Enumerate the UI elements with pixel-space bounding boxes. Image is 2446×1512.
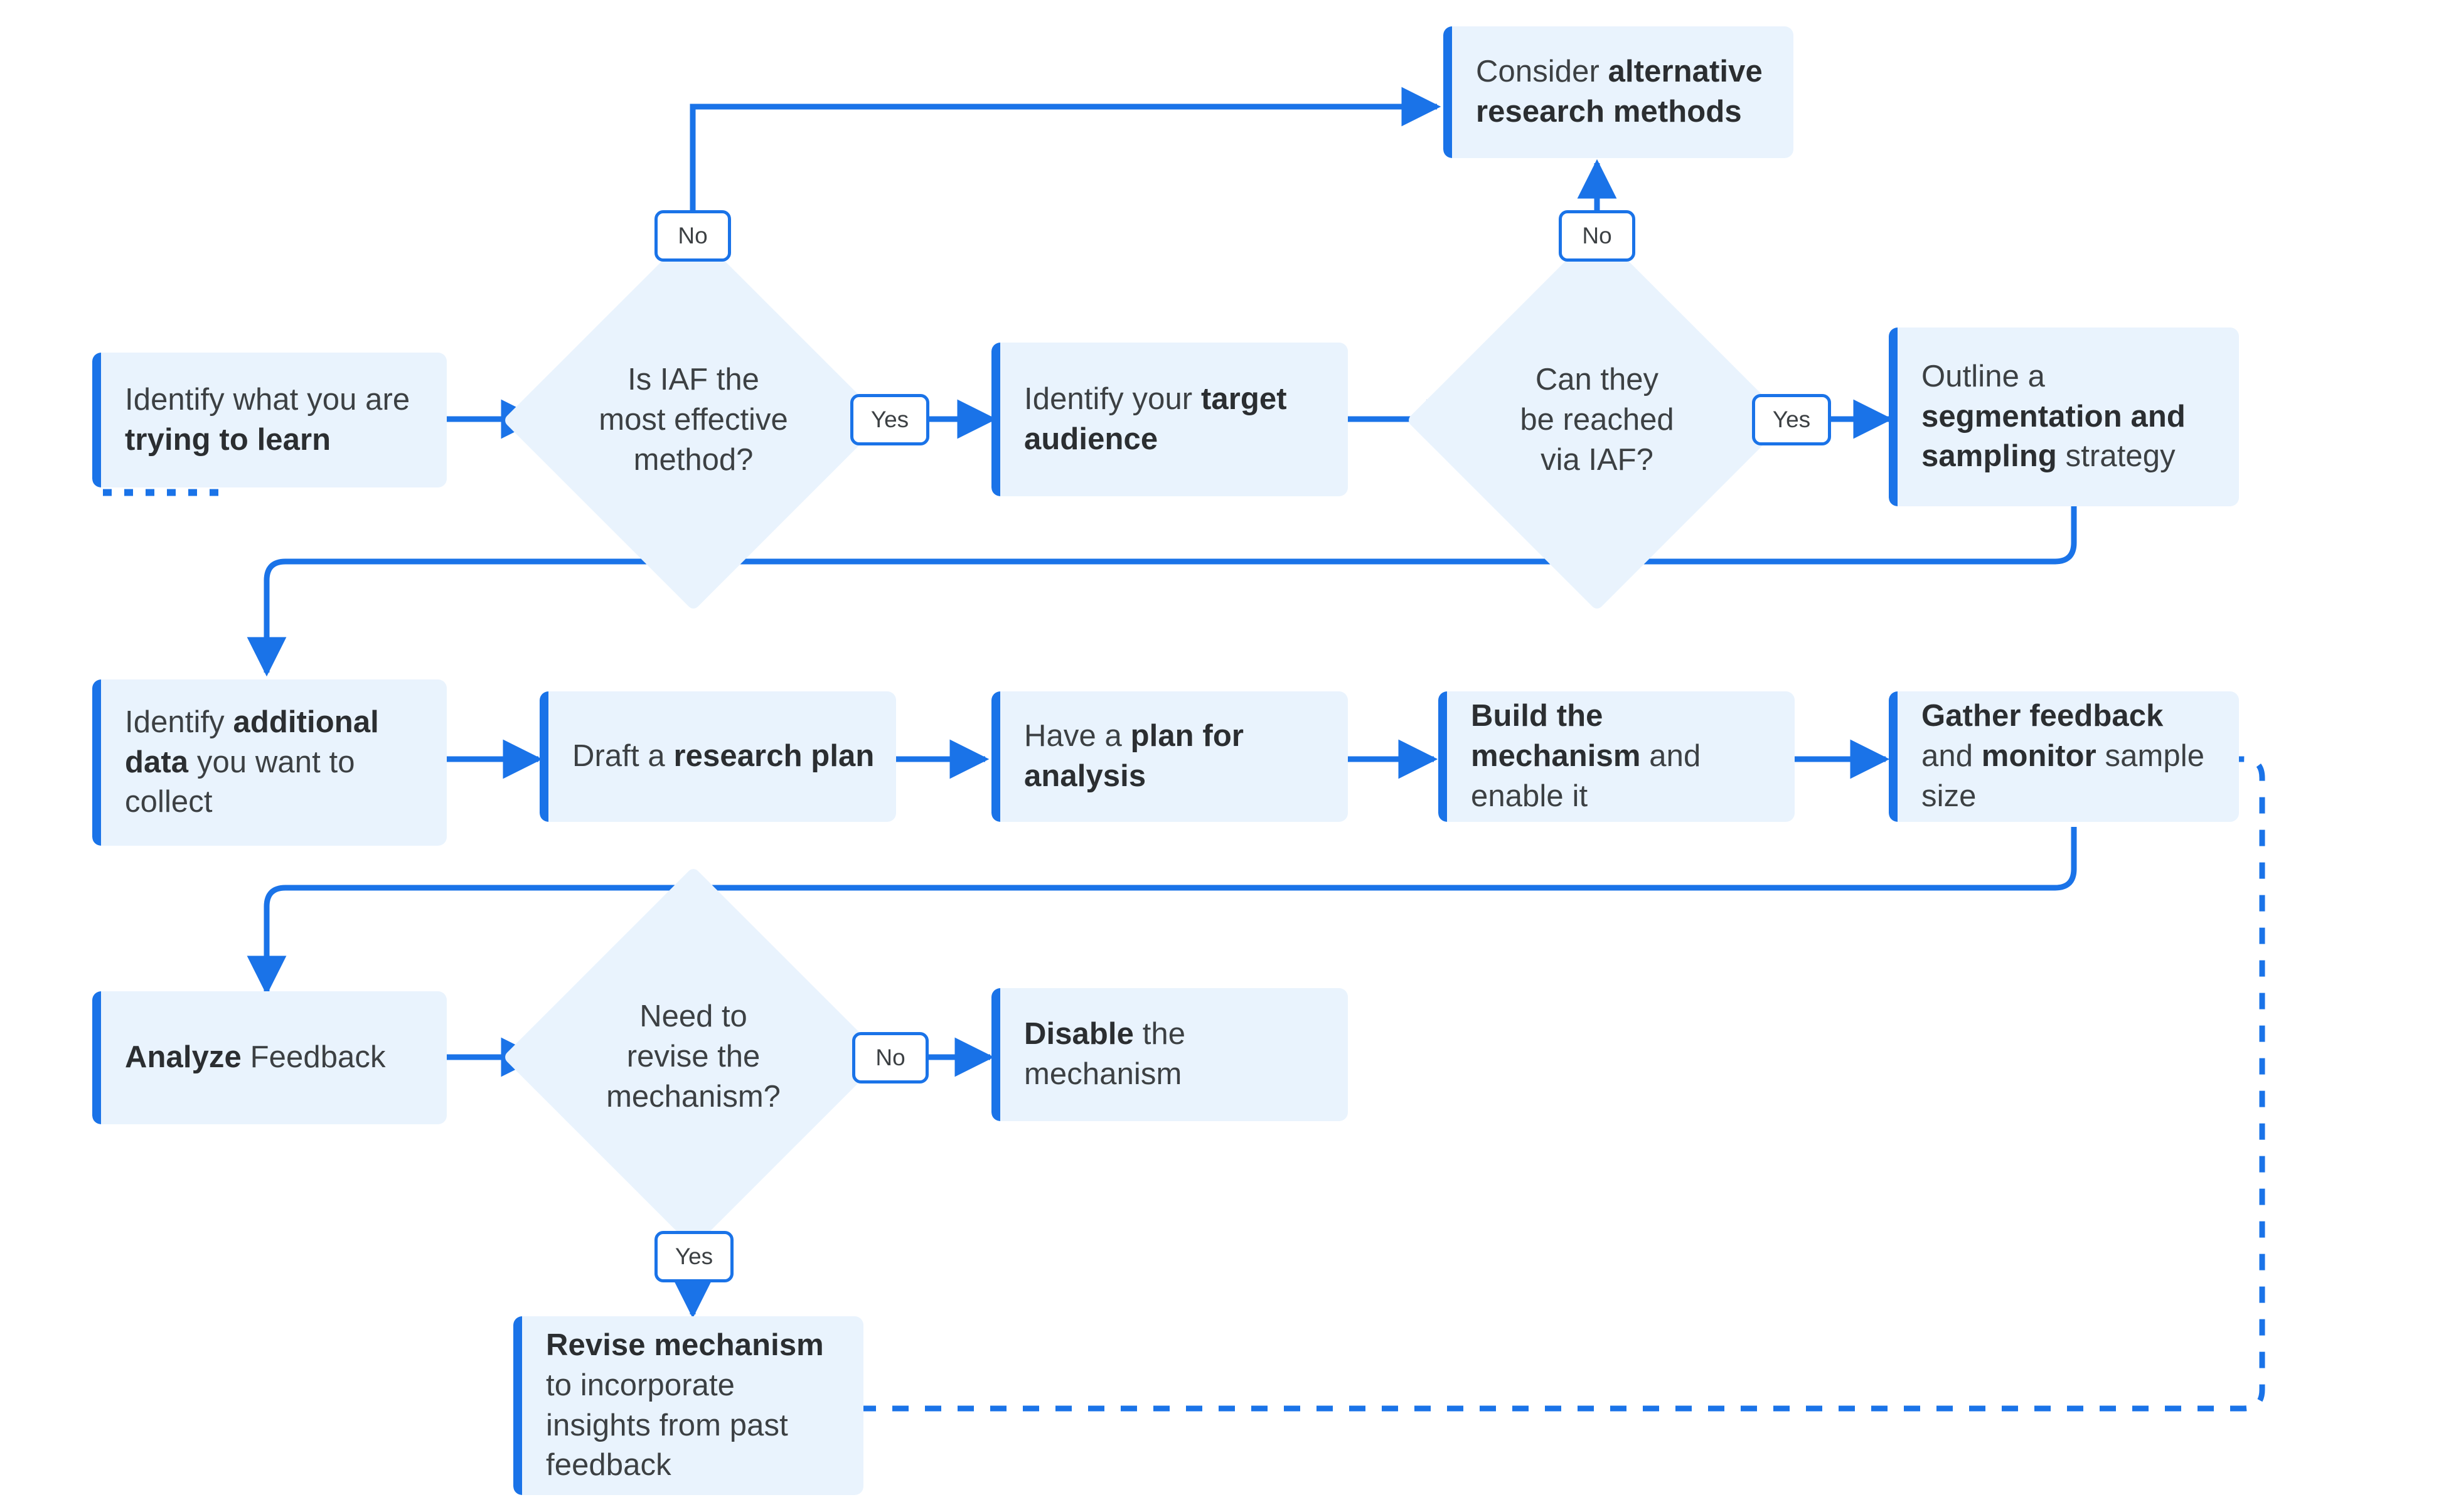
edge-label-revise-no-text: No [875,1045,905,1070]
edge-label-reached-yes-text: Yes [1772,407,1811,432]
node-build-mechanism-label: Build the mechanism and enable it [1471,699,1701,813]
node-segmentation[interactable]: Outline a segmentation and sampling stra… [1889,327,2239,506]
node-accent-bar [92,991,101,1124]
node-analyze-feedback[interactable]: Analyze Feedback [92,991,447,1124]
node-accent-bar [513,1316,522,1495]
node-accent-bar [92,679,101,846]
node-accent-bar [540,691,548,822]
node-target-audience[interactable]: Identify your target audience [991,343,1348,496]
node-research-plan[interactable]: Draft a research plan [540,691,896,822]
node-segmentation-label: Outline a segmentation and sampling stra… [1921,359,2186,474]
node-additional-data-label: Identify additional data you want to col… [125,705,379,819]
node-plan-for-analysis[interactable]: Have a plan for analysis [991,691,1348,822]
node-analyze-feedback-label: Analyze Feedback [125,1040,386,1075]
node-disable-mechanism[interactable]: Disable the mechanism [991,988,1348,1121]
node-alternative-methods-label: Consider alternative research methods [1476,55,1763,129]
node-target-audience-label: Identify your target audience [1024,381,1287,456]
edge-label-reached-no-text: No [1582,223,1612,248]
node-need-revise-label: Need to revise the mechanism? [606,999,781,1114]
edge-label-reached-yes: Yes [1752,394,1831,445]
edge-label-revise-yes: Yes [654,1231,734,1282]
edge-iaf-no-to-alternative [690,87,1441,282]
edge-label-iaf-no-text: No [678,223,708,248]
edge-label-iaf-no: No [654,210,731,262]
node-additional-data[interactable]: Identify additional data you want to col… [92,679,447,846]
edge-label-reached-no: No [1559,210,1635,262]
node-gather-feedback-label: Gather feedback and monitor sample size [1921,699,2205,813]
node-disable-mechanism-label: Disable the mechanism [1024,1017,1186,1091]
edge-segmentation-to-additional-data [247,505,2077,677]
node-identify-learn[interactable]: Identify what you are trying to learn [92,353,447,487]
node-accent-bar [991,691,1000,822]
node-iaf-effective[interactable]: Is IAF the most effective method? [502,229,885,612]
edge-gather-to-analyze [247,827,2077,996]
node-accent-bar [991,988,1000,1121]
node-accent-bar [1889,327,1898,506]
edge-label-revise-yes-text: Yes [675,1243,713,1269]
node-research-plan-label: Draft a research plan [572,739,875,774]
node-revise-mechanism-label: Revise mechanism to incorporate insights… [546,1328,824,1483]
node-build-mechanism[interactable]: Build the mechanism and enable it [1438,691,1795,822]
node-reached-via-iaf-label: Can they be reached via IAF? [1520,363,1674,477]
node-accent-bar [1443,26,1452,158]
node-identify-learn-label: Identify what you are trying to learn [125,382,410,457]
node-accent-bar [1889,691,1898,822]
node-alternative-methods[interactable]: Consider alternative research methods [1443,26,1793,158]
node-accent-bar [1438,691,1447,822]
node-iaf-effective-label: Is IAF the most effective method? [599,363,788,477]
node-plan-for-analysis-label: Have a plan for analysis [1024,719,1244,793]
node-accent-bar [991,343,1000,496]
node-accent-bar [92,353,101,487]
edge-label-iaf-yes-text: Yes [870,407,909,432]
node-need-revise[interactable]: Need to revise the mechanism? [502,866,885,1248]
edge-label-revise-no: No [852,1032,929,1083]
node-gather-feedback[interactable]: Gather feedback and monitor sample size [1889,691,2239,822]
edge-label-iaf-yes: Yes [850,394,929,445]
node-reached-via-iaf[interactable]: Can they be reached via IAF? [1406,229,1788,612]
node-revise-mechanism[interactable]: Revise mechanism to incorporate insights… [513,1316,863,1495]
